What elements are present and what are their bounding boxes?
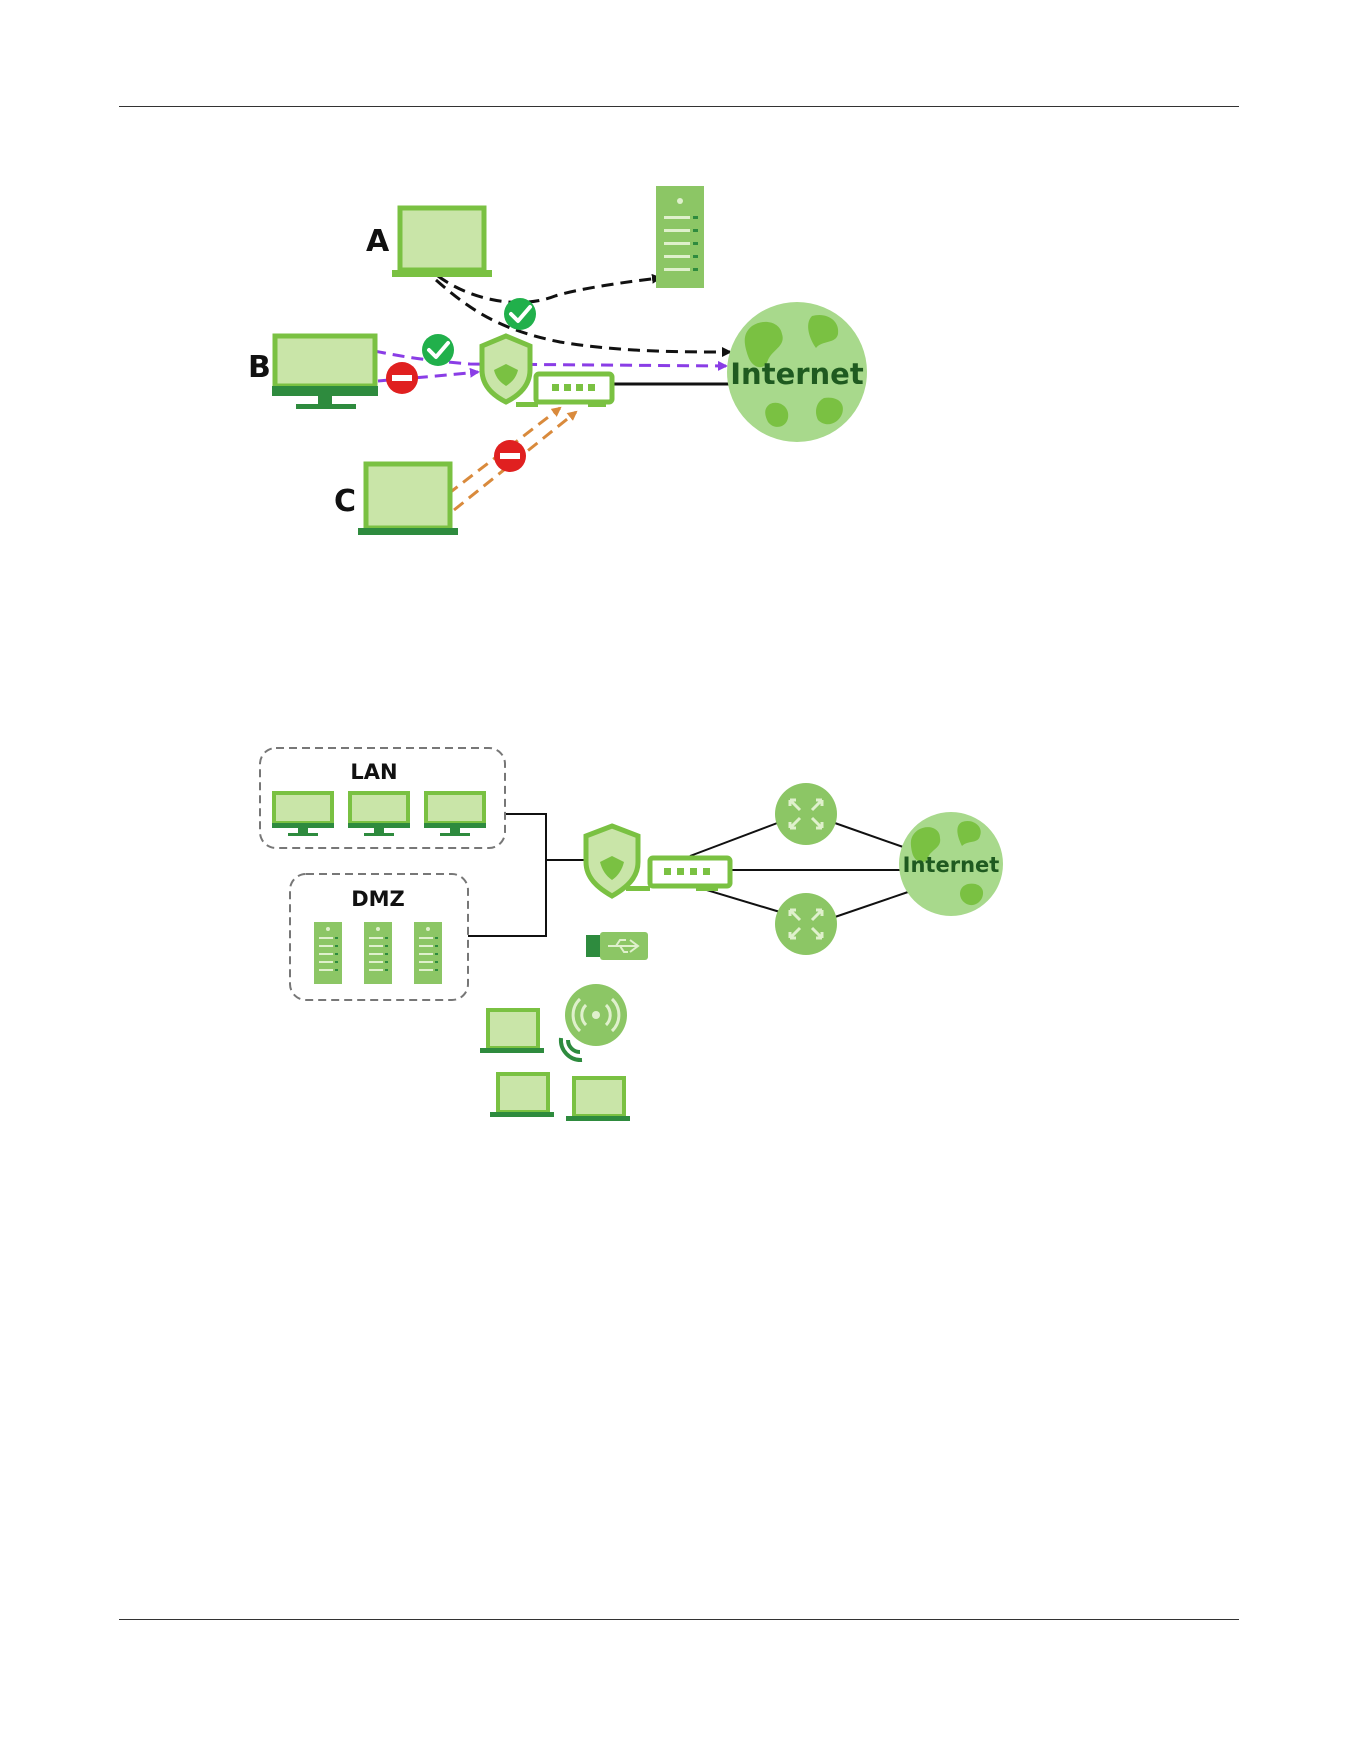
wireless-ap-icon xyxy=(561,984,627,1060)
usb-stick-icon xyxy=(586,932,648,960)
server-icon xyxy=(414,922,442,984)
firewall-shield-icon xyxy=(586,826,638,896)
laptop-icon xyxy=(566,1078,630,1121)
lan-label: LAN xyxy=(350,760,397,784)
figure-network-topology: LAN DMZ xyxy=(0,700,1361,1140)
block-icon xyxy=(494,440,526,472)
switch-icon xyxy=(775,783,837,845)
block-icon xyxy=(386,362,418,394)
laptop-icon xyxy=(358,464,458,535)
switch-icon xyxy=(775,893,837,955)
server-icon xyxy=(656,186,704,288)
laptop-icon xyxy=(392,208,492,277)
laptop-icon xyxy=(490,1074,554,1117)
route-a-to-server xyxy=(438,276,660,302)
lan-link xyxy=(468,814,546,936)
footer-rule xyxy=(119,1619,1239,1620)
monitor-icon xyxy=(348,793,410,836)
router-to-switch-2 xyxy=(700,888,780,912)
dmz-label: DMZ xyxy=(351,887,405,911)
firewall-shield-icon xyxy=(482,336,530,402)
switch-2-to-internet xyxy=(832,892,908,918)
router-to-switch-1 xyxy=(690,822,780,856)
internet-label: Internet xyxy=(903,853,1000,877)
label-b: B xyxy=(248,350,271,385)
switch-1-to-internet xyxy=(832,822,906,848)
label-c: C xyxy=(334,484,356,519)
server-icon xyxy=(364,922,392,984)
route-a-to-internet xyxy=(436,280,730,352)
monitor-icon xyxy=(272,793,334,836)
check-icon xyxy=(422,334,454,366)
label-a: A xyxy=(366,224,390,259)
monitor-icon xyxy=(424,793,486,836)
figure-traffic-filtering: A B C xyxy=(0,0,1361,600)
monitor-icon xyxy=(272,336,378,409)
router-icon xyxy=(626,858,730,891)
internet-label: Internet xyxy=(730,357,864,391)
server-icon xyxy=(314,922,342,984)
laptop-icon xyxy=(480,1010,544,1053)
check-icon xyxy=(504,298,536,330)
